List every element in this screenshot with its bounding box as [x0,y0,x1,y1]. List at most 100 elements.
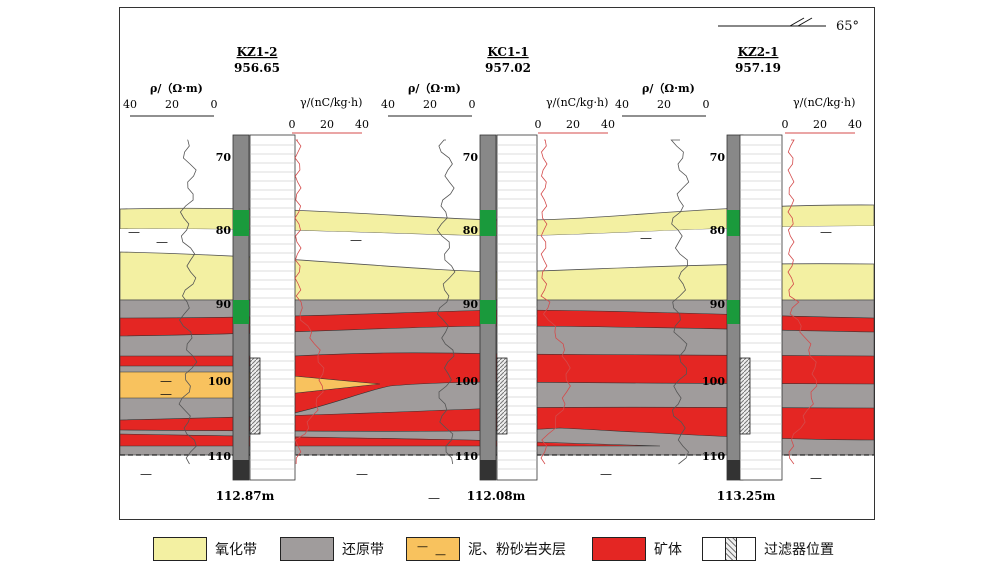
well-total-depth: 113.25m [717,489,776,503]
well-name: KC1-1 [487,45,528,59]
gamma-tick: 20 [320,118,334,131]
depth-tick-label: 110 [455,450,478,463]
gamma-curve [787,139,818,465]
depth-tick-label: 110 [702,450,725,463]
gamma-tick: 40 [848,118,862,131]
depth-tick-label: 100 [702,375,725,388]
legend-label-mud: 泥、粉砂岩夹层 [468,542,566,558]
resistivity-scale-label: ρ/（Ω·m) [642,82,695,95]
resistivity-tick: 0 [469,98,476,111]
gamma-tick: 0 [289,118,296,131]
mud-symbols: — — — — — — — — — — — — [128,225,832,505]
svg-text:—: — [640,231,652,245]
depth-tick-label: 70 [216,151,232,164]
legend-swatch-reduced [280,537,334,561]
well-total-depth: 112.87m [216,489,275,503]
green-marker [480,300,496,324]
legend-label-reduced: 还原带 [342,542,384,558]
well-name: KZ2-1 [738,45,779,59]
depth-tick-label: 70 [710,151,726,164]
green-marker [480,210,496,236]
resistivity-curve [670,139,690,465]
gamma-scale: γ/(nC/kg·h) 0 20 40 [782,96,862,134]
gamma-tick: 20 [813,118,827,131]
cross-section-diagram: — — — — — — — — — — — — 65° KZ1-2 956.65 1… [120,17,874,505]
filter-position [496,357,508,435]
resistivity-tick: 0 [703,98,710,111]
svg-text:—: — [160,387,172,401]
depth-tick-label: 100 [208,375,231,388]
well-elevation: 956.65 [234,61,280,75]
green-marker [233,210,249,236]
legend-item-reduced: 还原带 [280,536,384,562]
legend-label-oxidized: 氧化带 [215,542,257,558]
resistivity-scale: ρ/（Ω·m) 40 20 0 [615,82,710,117]
ore-wedge-left [120,355,251,367]
gamma-curve [540,139,571,465]
svg-text:—: — [356,467,368,481]
gamma-tick: 40 [355,118,369,131]
depth-tick-label: 90 [216,298,232,311]
depth-column-base [727,460,743,480]
gamma-scale: γ/(nC/kg·h) 0 20 40 [535,96,615,134]
well-KZ2-1: KZ2-1 957.19 113.25m 70 80 90 100 110 γ/(nC/kg·h… [615,45,862,503]
resistivity-curve [436,139,456,465]
gamma-tick: 20 [566,118,580,131]
legend-item-filter: 过滤器位置 [702,536,834,562]
legend-swatch-filter [702,537,756,561]
legend-item-oxidized: 氧化带 [153,536,257,562]
well-elevation: 957.19 [735,61,781,75]
lithology-column [739,134,783,481]
resistivity-tick: 20 [165,98,179,111]
svg-text:—: — [140,467,152,481]
resistivity-scale: ρ/（Ω·m) 40 20 0 [381,82,476,117]
resistivity-tick: 0 [211,98,218,111]
well-total-depth: 112.08m [467,489,526,503]
resistivity-scale-label: ρ/（Ω·m) [150,82,203,95]
legend-item-mud: — — 泥、粉砂岩夹层 [406,536,566,562]
gamma-scale-label: γ/(nC/kg·h) [793,96,855,109]
gamma-tick: 0 [782,118,789,131]
depth-tick-label: 110 [208,450,231,463]
svg-text:—: — [350,233,362,247]
orientation-arrow: 65° [718,17,859,34]
svg-text:—: — [810,471,822,485]
depth-tick-label: 80 [463,224,479,237]
green-marker [727,210,743,236]
gamma-tick: 0 [535,118,542,131]
svg-text:—: — [128,225,140,239]
legend-swatch-ore [592,537,646,561]
legend-item-ore: 矿体 [592,536,682,562]
legend-swatch-oxidized [153,537,207,561]
depth-tick-label: 80 [216,224,232,237]
green-marker [727,300,743,324]
resistivity-scale-label: ρ/（Ω·m) [408,82,461,95]
svg-text:—: — [600,467,612,481]
svg-text:65°: 65° [836,19,859,34]
depth-tick-label: 90 [463,298,479,311]
well-KZ1-2: KZ1-2 956.65 112.87m 70 80 90 100 110 γ/(nC/kg·h… [123,45,369,503]
depth-tick-label: 100 [455,375,478,388]
resistivity-tick: 40 [615,98,629,111]
svg-text:—: — [156,235,168,249]
gamma-curve [294,139,325,465]
well-name: KZ1-2 [237,45,278,59]
resistivity-tick: 40 [381,98,395,111]
resistivity-tick: 40 [123,98,137,111]
gamma-scale-label: γ/(nC/kg·h) [546,96,608,109]
resistivity-scale: ρ/（Ω·m) 40 20 0 [123,82,218,117]
ore-layer-2 [259,352,874,421]
gamma-tick: 40 [601,118,615,131]
gamma-scale: γ/(nC/kg·h) 0 20 40 [289,96,369,134]
gamma-scale-label: γ/(nC/kg·h) [300,96,362,109]
legend-label-ore: 矿体 [654,542,682,558]
filter-position [249,357,261,435]
resistivity-curve [178,139,198,465]
legend: 氧化带 还原带 — — 泥、粉砂岩夹层 矿体 过滤器位置 [0,528,1000,569]
depth-tick-label: 90 [710,298,726,311]
resistivity-tick: 20 [423,98,437,111]
legend-swatch-mud: — — [406,537,460,561]
resistivity-tick: 20 [657,98,671,111]
legend-label-filter: 过滤器位置 [764,542,834,558]
depth-tick-label: 80 [710,224,726,237]
